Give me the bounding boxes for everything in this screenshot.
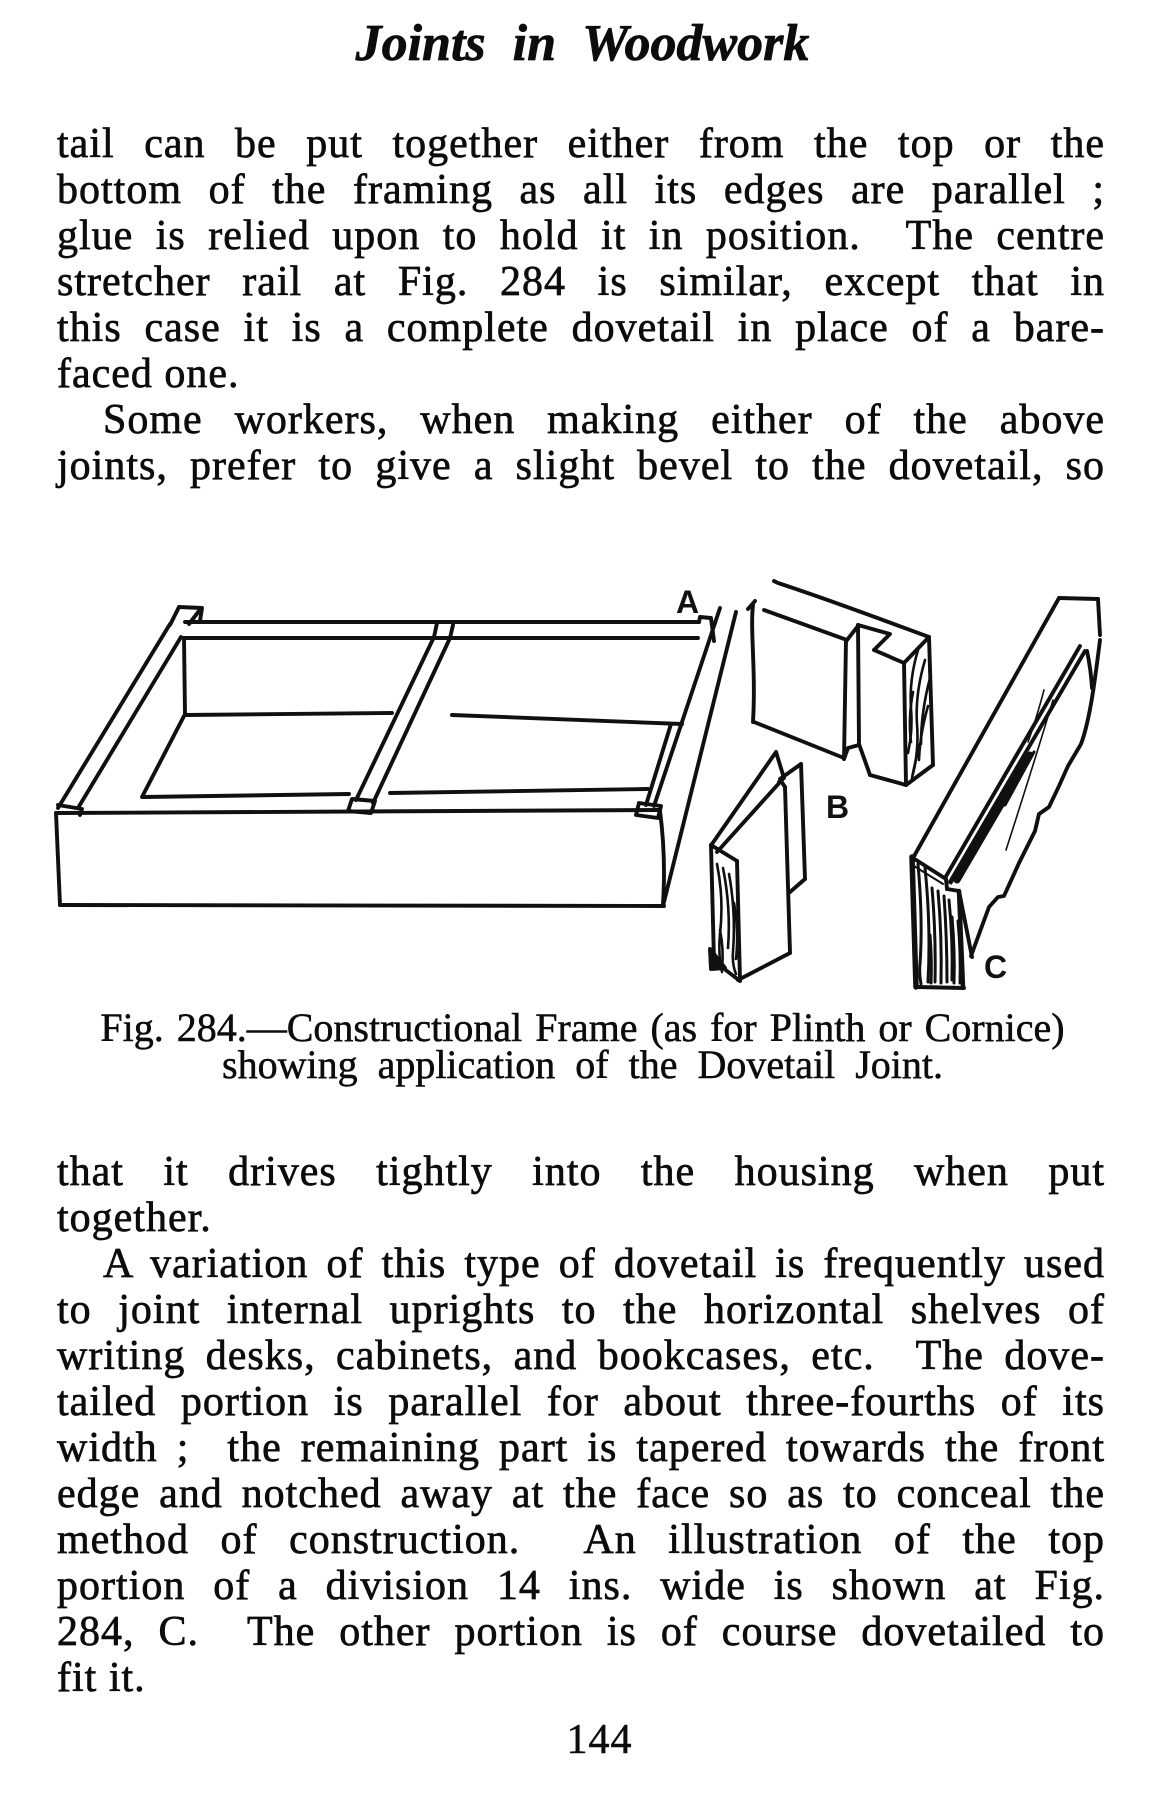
svg-text:B: B — [826, 789, 849, 825]
svg-text:A: A — [676, 584, 699, 620]
svg-text:C: C — [984, 949, 1007, 985]
